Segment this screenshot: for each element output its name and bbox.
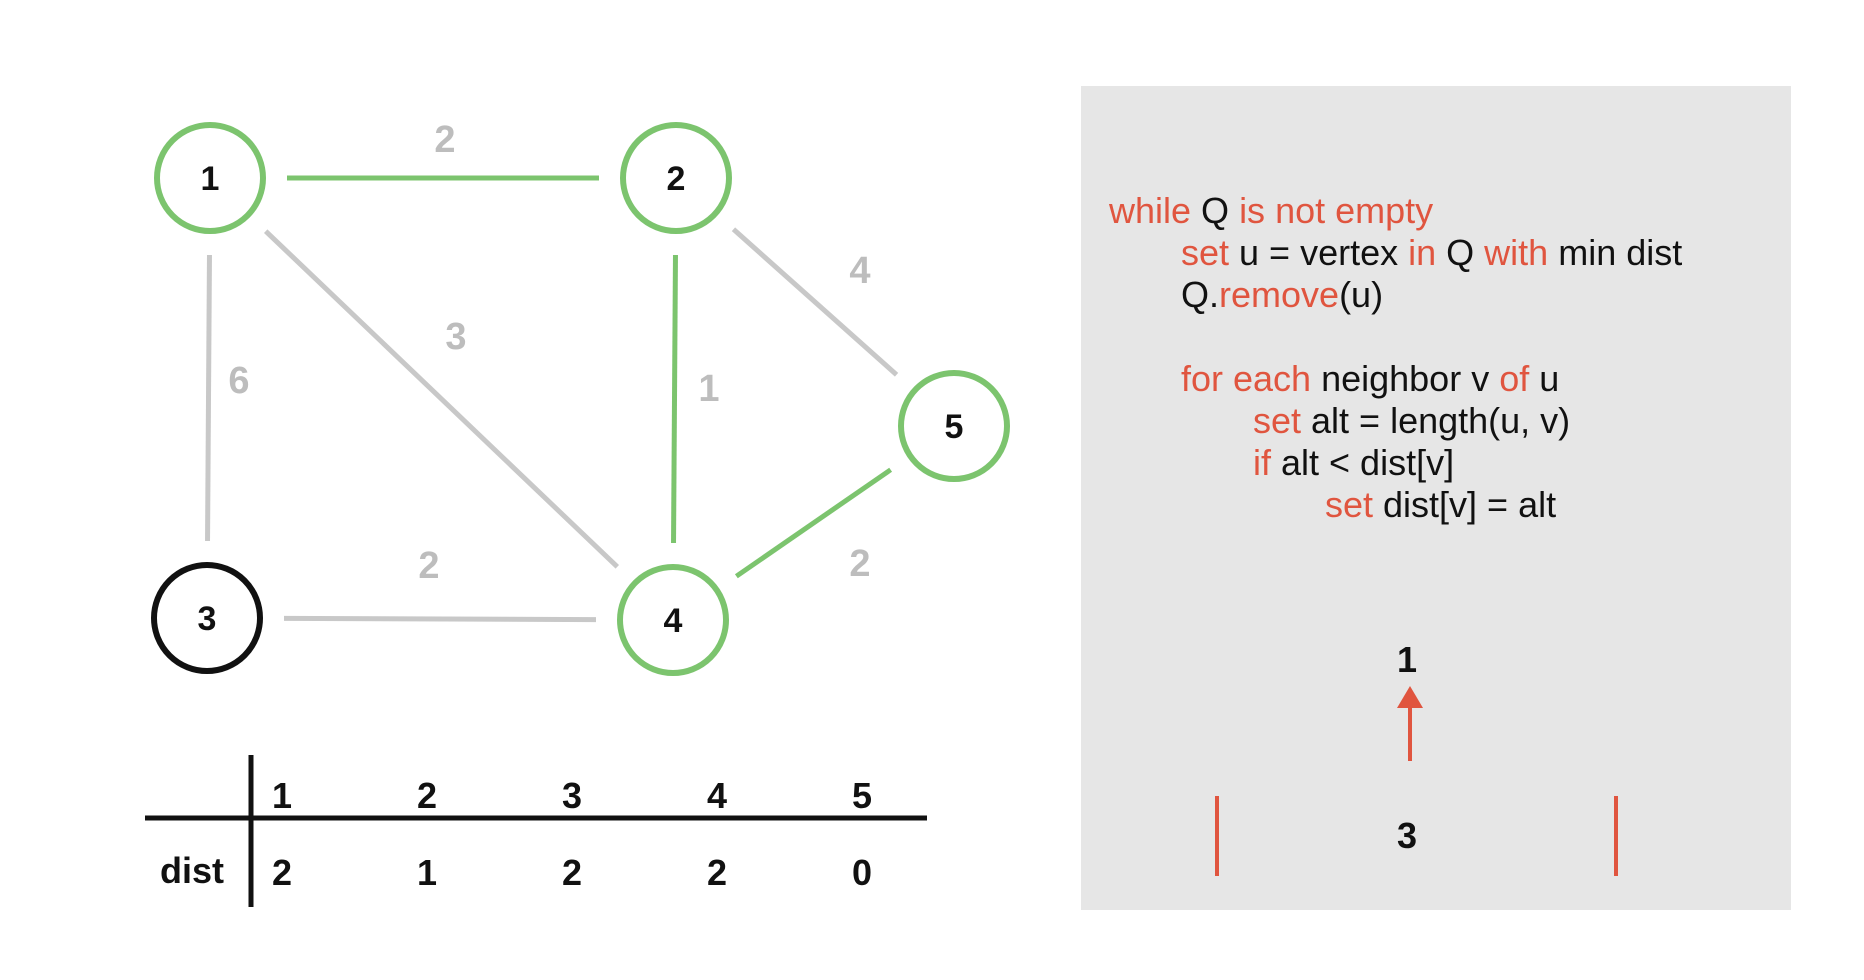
edge-1-4 — [263, 229, 620, 569]
node-label-4: 4 — [664, 602, 683, 640]
table-value-cell: 2 — [562, 852, 583, 893]
node-4 — [617, 564, 729, 676]
node-5 — [898, 370, 1010, 482]
code-keyword: with — [1484, 232, 1549, 273]
queue-item: 3 — [1397, 815, 1418, 856]
node-label-5: 5 — [945, 408, 964, 446]
pseudocode-line: set dist[v] = alt — [1325, 484, 1556, 526]
code-keyword: remove — [1219, 274, 1340, 315]
code-text: neighbor v — [1311, 358, 1500, 399]
graph-diagram: 2 6 3 1 4 2 2 1 2 3 4 5 — [151, 119, 1010, 676]
distance-table: dist 1 2 3 4 5 2 1 2 2 0 — [140, 755, 940, 915]
code-text: u = vertex — [1229, 232, 1409, 273]
pseudocode-line: for each neighbor v of u — [1181, 358, 1559, 400]
code-text: alt < dist[v] — [1271, 442, 1455, 483]
edge-weight-1-3: 6 — [228, 360, 249, 402]
dist-row-header: dist — [160, 850, 225, 891]
code-text: (u) — [1339, 274, 1384, 315]
code-text: Q — [1436, 232, 1485, 273]
edge-weight-2-5: 4 — [849, 250, 870, 292]
code-keyword: if — [1253, 442, 1271, 483]
pseudocode-line: Q.remove(u) — [1181, 274, 1383, 316]
code-text: alt = length(u, v) — [1301, 400, 1571, 441]
table-value-cell: 2 — [272, 852, 293, 893]
table-header-cell: 2 — [417, 775, 438, 816]
code-text: u — [1529, 358, 1560, 399]
table-header-cell: 3 — [562, 775, 583, 816]
code-text: dist[v] = alt — [1373, 484, 1557, 525]
edge-weight-1-2: 2 — [434, 119, 455, 161]
popped-vertex: 1 — [1397, 639, 1418, 680]
table-value-cell: 0 — [852, 852, 873, 893]
edge-1-3 — [205, 254, 212, 542]
node-label-1: 1 — [201, 160, 220, 198]
edge-weight-2-4: 1 — [698, 368, 719, 410]
table-header-cell: 5 — [852, 775, 873, 816]
edge-weight-1-4: 3 — [445, 316, 466, 358]
node-3 — [151, 562, 263, 674]
code-keyword: in — [1408, 232, 1437, 273]
code-keyword: set — [1325, 484, 1374, 525]
edge-3-4 — [283, 615, 597, 623]
pseudocode-line: set alt = length(u, v) — [1253, 400, 1570, 442]
table-value-cell: 1 — [417, 852, 438, 893]
code-keyword: of — [1499, 358, 1530, 399]
code-keyword: while — [1109, 190, 1192, 231]
table-header-cell: 4 — [707, 775, 728, 816]
node-label-2: 2 — [667, 160, 686, 198]
table-header-cell: 1 — [272, 775, 293, 816]
code-text: Q. — [1181, 274, 1220, 315]
table-grid-lines — [145, 755, 927, 907]
code-keyword: is not empty — [1239, 190, 1434, 231]
edge-weight-3-4: 2 — [418, 545, 439, 587]
table-value-cell: 2 — [707, 852, 728, 893]
edge-4-5 — [734, 467, 893, 579]
pseudocode-line: set u = vertex in Q with min dist — [1181, 232, 1682, 274]
node-1 — [154, 122, 266, 234]
code-keyword: for each — [1181, 358, 1312, 399]
queue-right-bracket — [1614, 796, 1618, 876]
code-keyword: set — [1253, 400, 1302, 441]
node-label-3: 3 — [198, 600, 217, 638]
pseudocode-line: if alt < dist[v] — [1253, 442, 1454, 484]
queue-left-bracket — [1215, 796, 1219, 876]
edge-2-4 — [671, 254, 678, 544]
pop-arrow-icon — [1397, 686, 1423, 761]
node-2 — [620, 122, 732, 234]
edge-2-5 — [731, 227, 899, 377]
pseudocode-line: while Q is not empty — [1109, 190, 1433, 232]
code-keyword: set — [1181, 232, 1230, 273]
code-text: Q — [1191, 190, 1240, 231]
code-text: min dist — [1548, 232, 1683, 273]
edge-weight-4-5: 2 — [849, 543, 870, 585]
